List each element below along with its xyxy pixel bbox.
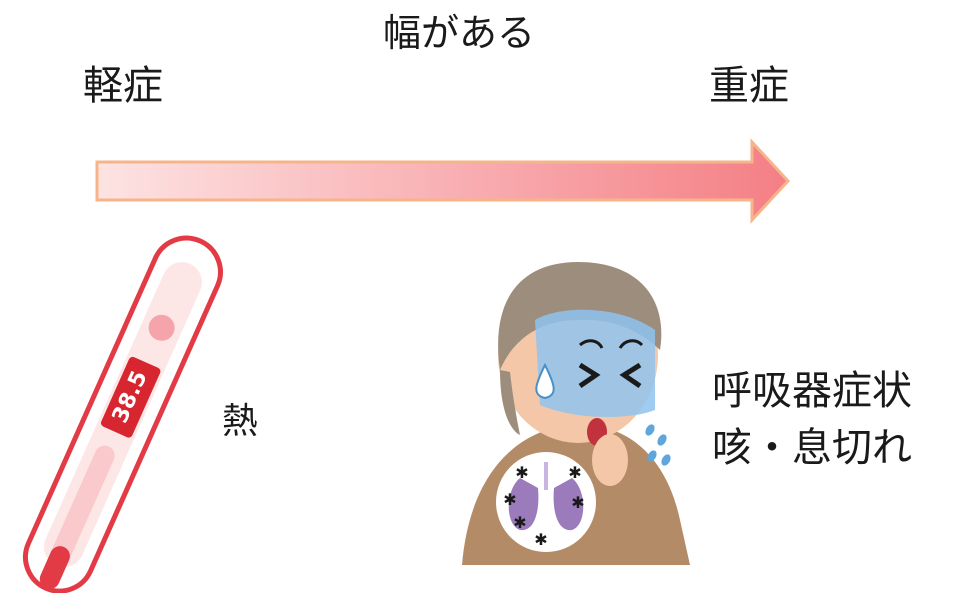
svg-text:✱: ✱ [571,493,584,512]
respiratory-heading: 呼吸器症状 [712,368,912,414]
svg-text:✱: ✱ [534,530,547,549]
svg-text:✱: ✱ [515,463,528,482]
respiratory-symptoms: 咳・息切れ [712,425,912,471]
svg-text:✱: ✱ [503,490,516,509]
diagram-title: 幅がある [383,11,536,55]
mild-label: 軽症 [83,63,163,109]
svg-text:✱: ✱ [568,463,581,482]
svg-text:✱: ✱ [513,513,526,532]
fever-label: 熱 [222,401,259,442]
severe-label: 重症 [709,63,789,109]
